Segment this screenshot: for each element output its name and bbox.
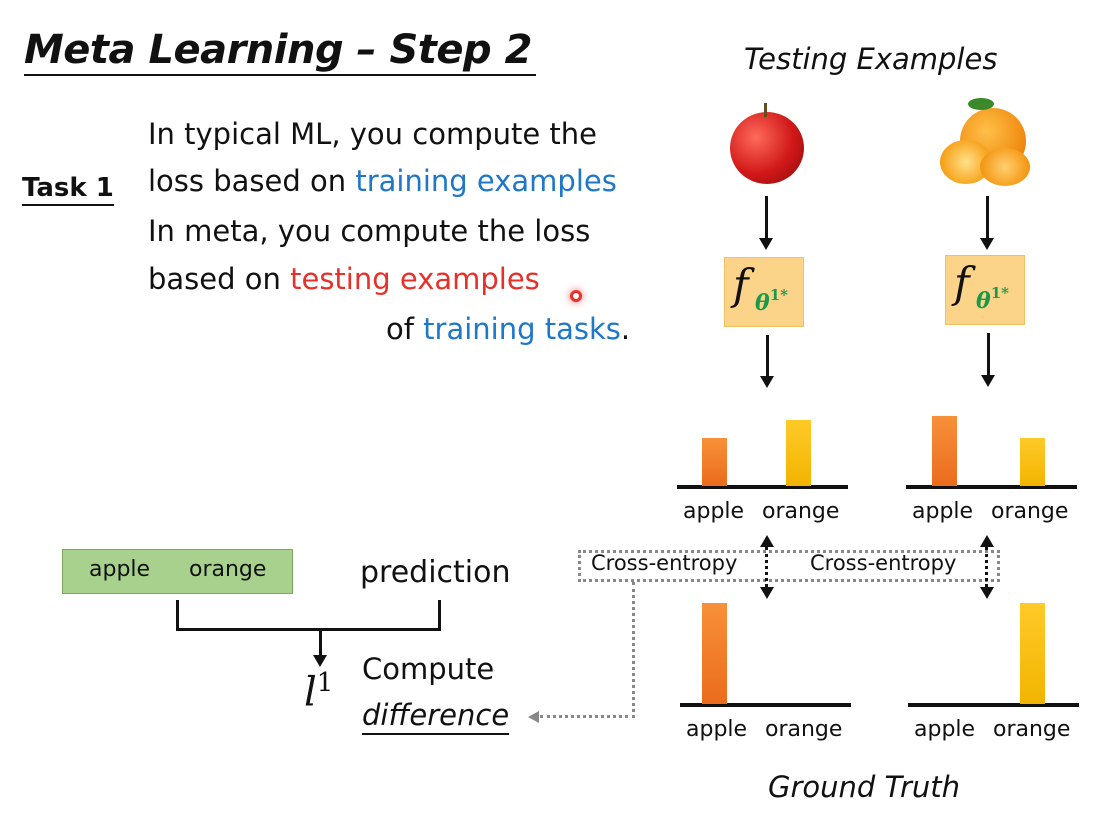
arrow-down-icon <box>319 630 322 656</box>
pred-bar-apple-2 <box>932 415 957 486</box>
connector-line <box>540 715 635 718</box>
task-label: Task 1 <box>22 172 114 206</box>
model-box-left: f θ1* <box>724 257 804 327</box>
bracket-right <box>438 600 441 631</box>
label-orange: orange <box>762 499 840 524</box>
label-apple: apple <box>686 717 748 742</box>
gt-axis-left <box>680 703 851 707</box>
highlight-training-examples: training examples <box>355 164 617 198</box>
arrow-down-icon <box>765 196 768 240</box>
pred-bar-apple-1 <box>702 437 727 486</box>
legend-orange: orange <box>189 557 267 582</box>
cross-entropy-box <box>578 550 1000 582</box>
bracket-left <box>176 600 179 631</box>
arrow-head-icon <box>760 376 774 388</box>
arrow-head-icon <box>313 655 327 667</box>
model-box-right: f θ1* <box>945 255 1025 325</box>
model-f: f <box>954 258 970 307</box>
gt-axis-right <box>908 703 1079 707</box>
highlight-testing-examples: testing examples <box>290 262 540 296</box>
theta-sup: 1* <box>990 284 1009 302</box>
arrow-down-icon <box>980 587 994 599</box>
prediction-label: prediction <box>360 555 511 590</box>
model-f: f <box>733 260 749 309</box>
text-line-3: In meta, you compute the loss <box>148 214 591 248</box>
text-plain: . <box>620 312 631 346</box>
loss-sup: 1 <box>316 668 334 698</box>
highlight-training-tasks: training tasks <box>423 312 621 346</box>
double-arrow-line <box>985 547 988 587</box>
model-theta: θ1* <box>755 286 788 316</box>
theta-sup: 1* <box>769 286 788 304</box>
arrow-up-icon <box>760 535 774 547</box>
testing-examples-label: Testing Examples <box>744 42 998 76</box>
connector-line <box>632 582 635 718</box>
text-plain: based on <box>148 262 291 296</box>
arrow-head-icon <box>981 375 995 387</box>
laser-pointer-icon <box>570 290 582 302</box>
text-line-5: of training tasks. <box>386 311 630 347</box>
gt-bar-orange-2 <box>1020 603 1045 704</box>
cross-entropy-label-2: Cross-entropy <box>810 551 957 575</box>
double-arrow-line <box>765 547 768 587</box>
pred-axis-left <box>677 485 848 489</box>
label-apple: apple <box>914 717 976 742</box>
text-line-2: loss based on training examples <box>148 163 617 199</box>
cross-entropy-label-1: Cross-entropy <box>591 551 738 575</box>
pred-axis-right <box>906 485 1077 489</box>
arrow-up-icon <box>980 535 994 547</box>
difference-label: difference <box>362 697 510 735</box>
arrow-down-icon <box>987 333 990 376</box>
label-orange: orange <box>991 499 1069 524</box>
text-plain: of <box>386 312 424 346</box>
bracket-bottom <box>176 628 441 631</box>
slide-title: Meta Learning – Step 2 <box>24 26 536 76</box>
pred-bar-orange-1 <box>786 420 811 486</box>
model-theta: θ1* <box>976 284 1009 314</box>
arrow-down-icon <box>986 196 989 240</box>
theta: θ <box>976 288 991 314</box>
text-line-1: In typical ML, you compute the <box>148 117 598 151</box>
text-plain: loss based on <box>148 164 356 198</box>
legend-box: apple orange <box>62 549 293 594</box>
compute-label: Compute <box>362 652 495 686</box>
pred-bar-orange-2 <box>1020 437 1045 486</box>
legend-apple: apple <box>89 557 151 582</box>
arrow-down-icon <box>766 335 769 377</box>
label-orange: orange <box>993 717 1071 742</box>
label-apple: apple <box>912 499 974 524</box>
arrow-head-icon <box>759 238 773 250</box>
text-line-4: based on testing examples <box>148 261 540 297</box>
loss-symbol: l1 <box>304 668 333 715</box>
theta: θ <box>755 290 770 316</box>
gt-bar-apple-1 <box>702 603 727 704</box>
ground-truth-label: Ground Truth <box>768 770 961 804</box>
label-apple: apple <box>683 499 745 524</box>
label-orange: orange <box>765 717 843 742</box>
arrow-left-icon <box>528 711 539 723</box>
arrow-head-icon <box>980 238 994 250</box>
loss-l: l <box>304 669 317 716</box>
arrow-down-icon <box>760 587 774 599</box>
